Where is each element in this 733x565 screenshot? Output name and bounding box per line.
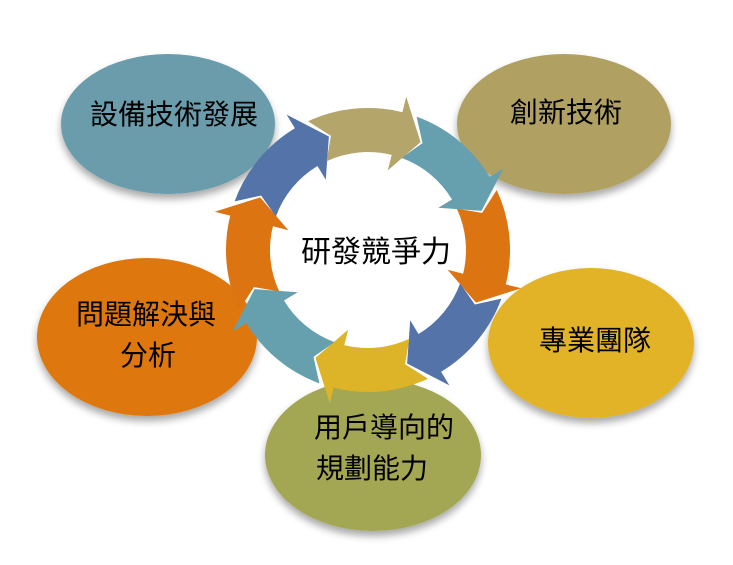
cycle-arrow-segment: [407, 283, 502, 386]
node-innovation-ellipse: [457, 54, 671, 194]
cycle-arrow-segment: [315, 329, 428, 404]
node-equipment-label: 設備技術發展: [90, 98, 258, 131]
cycle-arrow-segment: [447, 190, 522, 303]
node-team-ellipse: [488, 268, 694, 418]
cycle-arrow-segment: [232, 289, 335, 384]
cycle-arrow-segment: [401, 116, 504, 211]
node-equipment-ellipse: [61, 54, 275, 194]
node-user-label-line2: 規劃能力: [316, 452, 428, 485]
node-user-ellipse: [265, 379, 481, 531]
node-problem-label-line1: 問題解決與: [76, 298, 216, 331]
node-team-label: 專業團隊: [539, 324, 651, 357]
node-problem-label-line2: 分析: [120, 339, 176, 372]
node-innovation-label: 創新技術: [510, 96, 622, 129]
cycle-arrow-segment: [234, 114, 329, 217]
cycle-arrows: [214, 96, 522, 404]
cycle-arrow-segment: [308, 96, 421, 171]
cycle-arrow-segment: [214, 197, 289, 310]
node-user-label-line1: 用戶導向的: [314, 411, 454, 444]
node-problem-ellipse: [37, 258, 257, 416]
center-label: 研發競爭力: [301, 235, 451, 270]
